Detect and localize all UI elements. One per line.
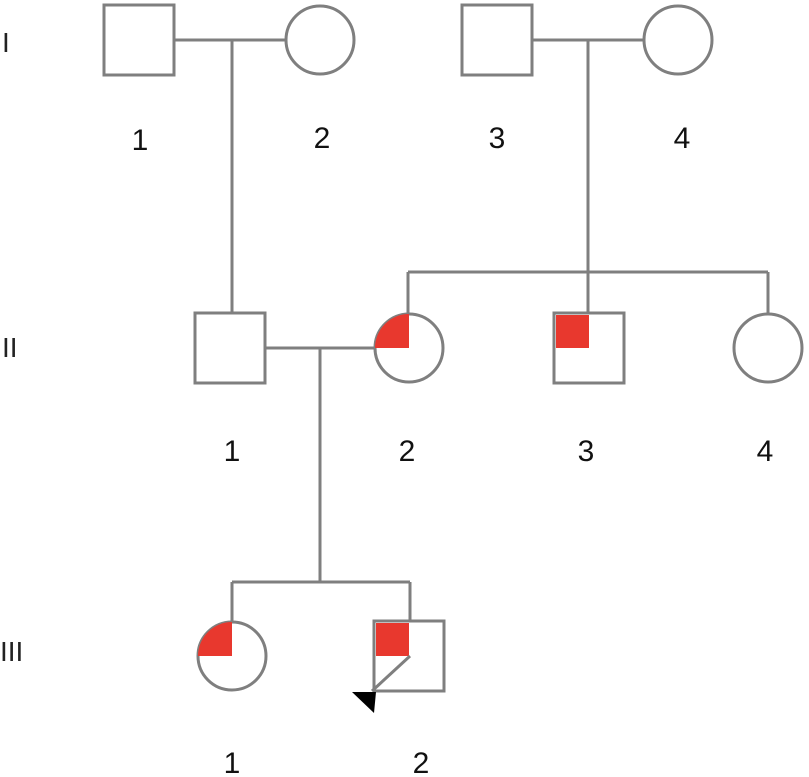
individual-number-ii-1: 1 — [224, 435, 241, 468]
individual-number-i-2: 2 — [314, 122, 331, 155]
individual-iii-1-affected-quadrant — [198, 622, 232, 656]
proband-arrow-icon — [352, 692, 376, 713]
individual-iii-2-affected-quadrant — [376, 623, 409, 656]
individual-ii-1-male-square — [193, 311, 267, 385]
proband-arrow-shaft — [370, 654, 412, 693]
generation-label-ii: II — [2, 332, 18, 363]
individual-number-ii-3: 3 — [578, 435, 595, 468]
individual-ii-3-affected-quadrant — [556, 315, 589, 348]
individual-ii-2-affected-quadrant — [375, 314, 409, 348]
individual-number-ii-4: 4 — [757, 435, 774, 468]
individual-i-3-male-square — [460, 3, 534, 77]
generation-label-i: I — [2, 27, 10, 58]
individual-number-i-1: 1 — [132, 124, 149, 157]
individual-ii-4-female-circle — [732, 312, 804, 384]
individual-number-iii-1: 1 — [224, 747, 241, 777]
individual-i-4-female-circle — [642, 4, 714, 76]
generation-label-iii: III — [0, 636, 23, 667]
individual-number-i-3: 3 — [489, 122, 506, 155]
individual-number-i-4: 4 — [674, 122, 691, 155]
individual-number-ii-2: 2 — [399, 435, 416, 468]
individual-number-iii-2: 2 — [413, 747, 430, 777]
individual-i-2-female-circle — [284, 4, 356, 76]
individual-i-1-male-square — [102, 3, 176, 77]
connection-lines — [174, 38, 770, 622]
